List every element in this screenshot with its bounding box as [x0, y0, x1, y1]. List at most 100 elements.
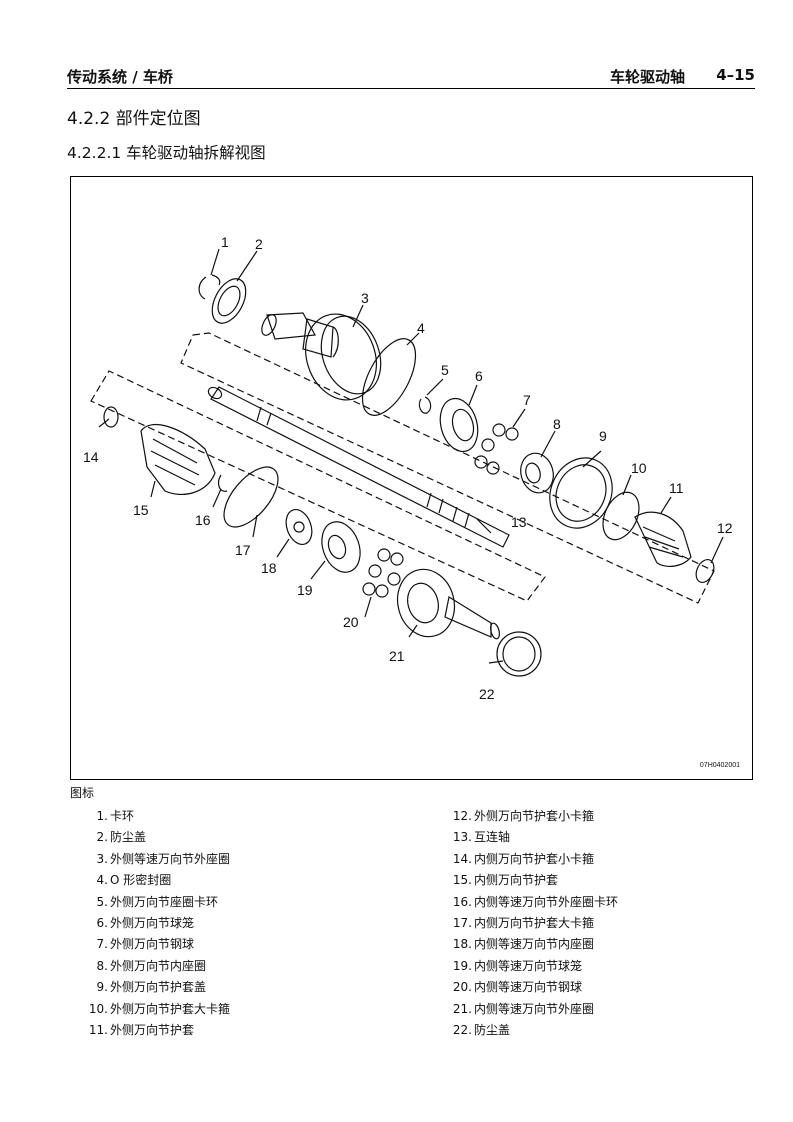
- legend-item: 20.内侧等速万向节钢球: [434, 977, 582, 998]
- callout-7: 7: [523, 392, 531, 408]
- legend-num: 4.: [96, 873, 108, 888]
- legend-item: 8.外侧万向节内座圈: [70, 956, 206, 977]
- legend-text: 内侧万向节护套小卡箍: [474, 851, 595, 866]
- inner-joint-frame: [90, 370, 546, 602]
- legend-column-right: 12.外侧万向节护套小卡箍 13.互连轴 14.内侧万向节护套小卡箍 15.内侧…: [434, 806, 618, 1041]
- legend-item: 16.内侧等速万向节外座圈卡环: [434, 892, 618, 913]
- exploded-view-drawing: 1 2 3 4 5 6 7 8 9 10 11 12 13 14 15 16 1…: [83, 234, 733, 702]
- callout-10: 10: [631, 460, 647, 476]
- figure-code: 07H0402001: [699, 762, 740, 769]
- legend-num: 13.: [452, 830, 472, 845]
- legend-text: 内侧等速万向节钢球: [474, 980, 583, 995]
- legend-num: 3.: [96, 851, 108, 866]
- legend-item: 1.卡环: [70, 806, 134, 827]
- legend-num: 11.: [88, 1022, 108, 1037]
- legend-text: 内侧等速万向节外座圈卡环: [474, 894, 619, 909]
- legend-text: 外侧万向节护套盖: [110, 980, 207, 995]
- legend-item: 2.防尘盖: [70, 827, 146, 848]
- legend-text: 外侧等速万向节外座圈: [110, 851, 231, 866]
- page-number: 4–15: [716, 66, 755, 84]
- callout-12: 12: [717, 520, 733, 536]
- legend-num: 8.: [96, 958, 108, 973]
- callout-21: 21: [389, 648, 405, 664]
- legend-text: 外侧万向节护套大卡箍: [110, 1001, 231, 1016]
- legend-item: 21.内侧等速万向节外座圈: [434, 999, 594, 1020]
- legend-item: 12.外侧万向节护套小卡箍: [434, 806, 594, 827]
- legend-num: 6.: [96, 915, 108, 930]
- callout-17: 17: [235, 542, 251, 558]
- page-header: 传动系统 / 车桥 车轮驱动轴 4–15: [67, 64, 755, 89]
- callout-4: 4: [417, 320, 425, 336]
- legend-item: 5.外侧万向节座圈卡环: [70, 892, 218, 913]
- callout-2: 2: [255, 236, 263, 252]
- callout-9: 9: [599, 428, 607, 444]
- legend-num: 16.: [452, 894, 472, 909]
- callout-11: 11: [669, 480, 684, 496]
- legend-item: 22.防尘盖: [434, 1020, 510, 1041]
- legend-num: 14.: [452, 851, 472, 866]
- legend-item: 6.外侧万向节球笼: [70, 913, 194, 934]
- callout-14: 14: [83, 449, 99, 465]
- callout-13: 13: [511, 514, 527, 530]
- legend-num: 12.: [452, 809, 472, 823]
- legend-num: 1.: [96, 809, 108, 823]
- legend-num: 18.: [452, 937, 472, 952]
- legend-num: 22.: [452, 1022, 472, 1037]
- callout-22: 22: [479, 686, 495, 702]
- callout-20: 20: [343, 614, 359, 630]
- callout-6: 6: [475, 368, 483, 384]
- legend-text: 外侧万向节护套小卡箍: [474, 809, 595, 823]
- callout-16: 16: [195, 512, 211, 528]
- legend-text: O 形密封圈: [110, 873, 172, 888]
- callout-1: 1: [221, 234, 229, 250]
- legend-item: 14.内侧万向节护套小卡箍: [434, 849, 594, 870]
- exploded-view-figure: 1 2 3 4 5 6 7 8 9 10 11 12 13 14 15 16 1…: [70, 176, 753, 780]
- legend-item: 17.内侧万向节护套大卡箍: [434, 913, 594, 934]
- callout-5: 5: [441, 362, 449, 378]
- legend-item: 18.内侧等速万向节内座圈: [434, 934, 594, 955]
- legend-num: 17.: [452, 915, 472, 930]
- legend-num: 15.: [452, 873, 472, 888]
- legend-item: 3.外侧等速万向节外座圈: [70, 849, 230, 870]
- section-heading: 4.2.2 部件定位图: [67, 109, 201, 129]
- legend-item: 19.内侧等速万向节球笼: [434, 956, 582, 977]
- legend-text: 内侧等速万向节内座圈: [474, 937, 595, 952]
- legend-item: 4.O 形密封圈: [70, 870, 172, 891]
- callout-8: 8: [553, 416, 561, 432]
- legend-column-left: 1.卡环 2.防尘盖 3.外侧等速万向节外座圈 4.O 形密封圈 5.外侧万向节…: [70, 806, 230, 1041]
- legend-num: 19.: [452, 958, 472, 973]
- legend-num: 7.: [96, 937, 108, 952]
- callout-18: 18: [261, 560, 277, 576]
- header-title: 车轮驱动轴: [609, 68, 685, 86]
- callout-19: 19: [297, 582, 313, 598]
- legend-text: 内侧万向节护套大卡箍: [474, 915, 595, 930]
- legend-num: 20.: [452, 980, 472, 995]
- legend-num: 9.: [96, 980, 108, 995]
- legend-text: 外侧万向节座圈卡环: [110, 894, 219, 909]
- legend-text: 外侧万向节内座圈: [110, 958, 207, 973]
- legend-text: 外侧万向节球笼: [110, 915, 195, 930]
- legend-text: 防尘盖: [110, 830, 147, 845]
- legend-text: 内侧等速万向节球笼: [474, 958, 583, 973]
- legend-num: 10.: [88, 1001, 108, 1016]
- legend-num: 2.: [96, 830, 108, 845]
- legend-item: 9.外侧万向节护套盖: [70, 977, 206, 998]
- legend-item: 13.互连轴: [434, 827, 510, 848]
- callout-numbers: 1 2 3 4 5 6 7 8 9 10 11 12 13 14 15 16 1…: [83, 234, 733, 702]
- header-section: 传动系统 / 车桥: [67, 68, 173, 86]
- outer-joint-frame: [180, 332, 715, 604]
- snap-ring-part: [198, 274, 221, 300]
- legend-item: 7.外侧万向节钢球: [70, 934, 194, 955]
- legend-item: 11.外侧万向节护套: [70, 1020, 194, 1041]
- legend-text: 互连轴: [474, 830, 511, 845]
- legend-title: 图标: [70, 786, 95, 800]
- callout-15: 15: [133, 502, 149, 518]
- legend-text: 内侧等速万向节外座圈: [474, 1001, 595, 1016]
- legend-num: 5.: [96, 894, 108, 909]
- legend-text: 外侧万向节钢球: [110, 937, 195, 952]
- legend-text: 防尘盖: [474, 1022, 511, 1037]
- legend-num: 21.: [452, 1001, 472, 1016]
- subsection-heading: 4.2.2.1 车轮驱动轴拆解视图: [67, 144, 266, 162]
- legend-item: 10.外侧万向节护套大卡箍: [70, 999, 230, 1020]
- legend-text: 外侧万向节护套: [110, 1022, 195, 1037]
